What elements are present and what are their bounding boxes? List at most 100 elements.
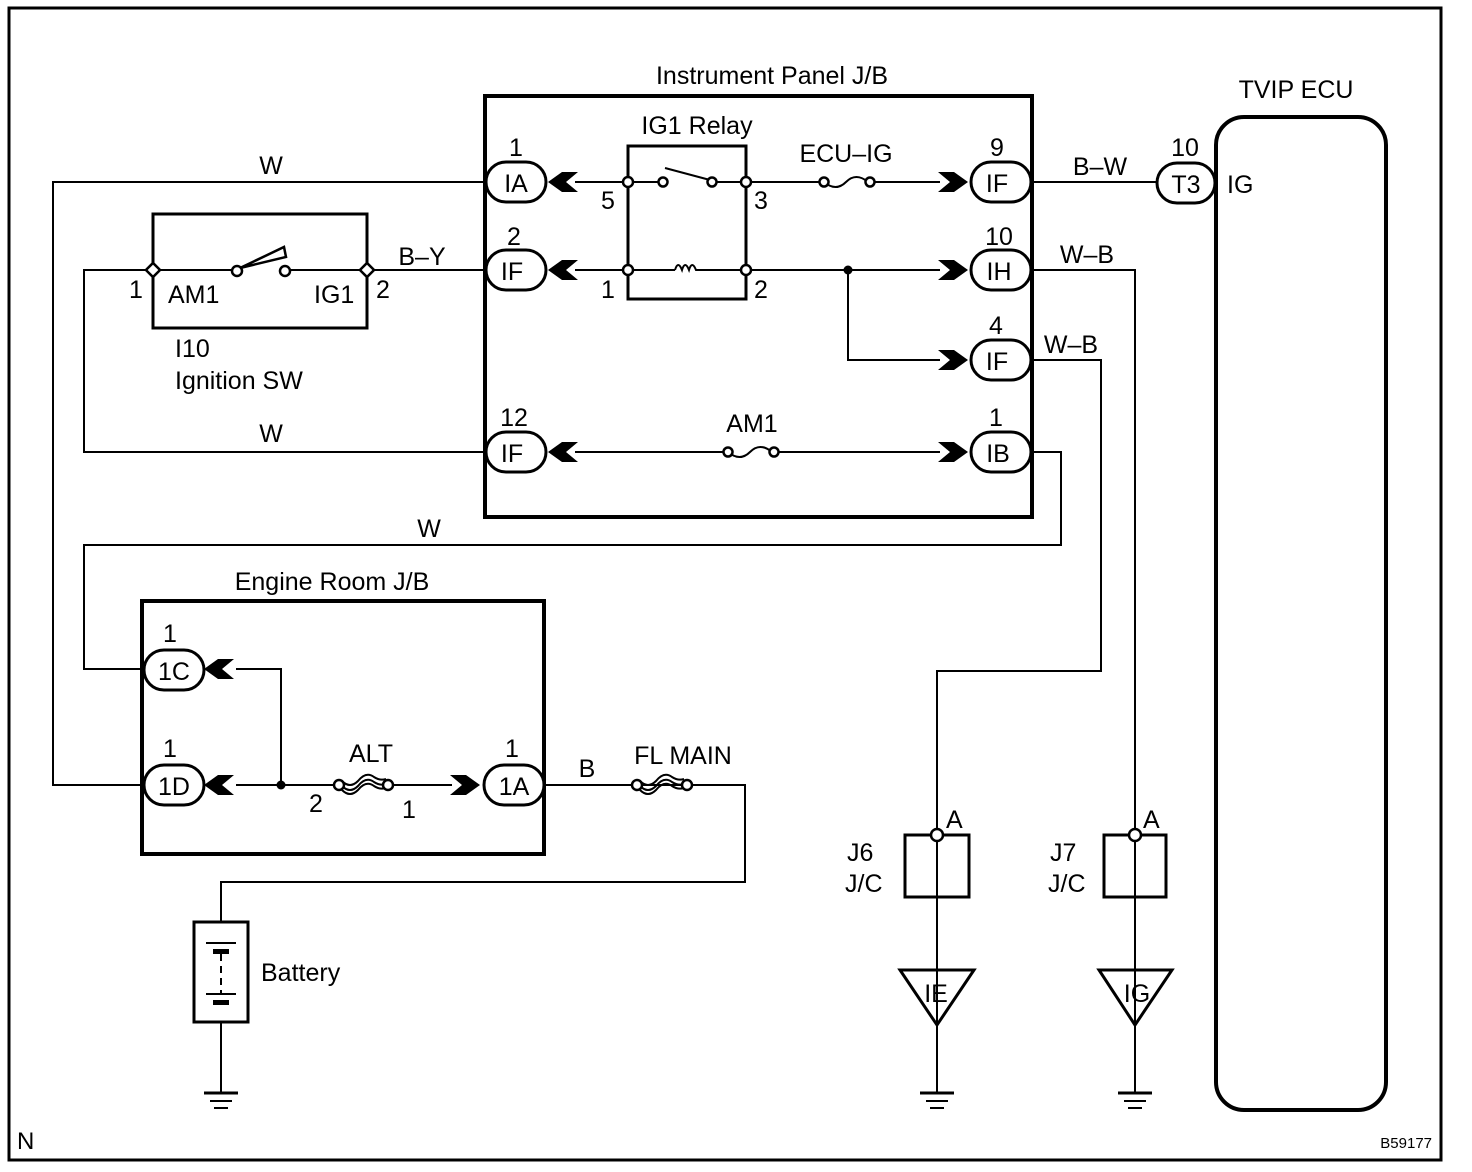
- connector-1c: 1C 1: [142, 620, 234, 692]
- wire-label-w-b: W–B: [1044, 331, 1098, 359]
- svg-text:A: A: [946, 806, 963, 834]
- connector-ib-1: IB 1: [938, 404, 1033, 474]
- svg-text:J7: J7: [1050, 839, 1076, 867]
- fuse-am1-label: AM1: [726, 410, 777, 438]
- wire-label-w: W: [259, 152, 283, 180]
- engine-room-jb-title: Engine Room J/B: [235, 568, 430, 596]
- svg-text:T3: T3: [1171, 171, 1200, 199]
- fuse-am1: AM1: [722, 410, 780, 458]
- svg-text:1D: 1D: [158, 773, 190, 801]
- svg-text:J/C: J/C: [845, 870, 883, 898]
- fuse-ecu-ig: ECU–IG: [799, 140, 893, 188]
- svg-text:IA: IA: [504, 170, 528, 198]
- fuse-alt-pin-2: 2: [309, 790, 323, 818]
- svg-text:J/C: J/C: [1048, 870, 1086, 898]
- wire-w-ia-1d: [52, 181, 486, 786]
- svg-text:1C: 1C: [158, 658, 190, 686]
- svg-text:4: 4: [989, 312, 1003, 340]
- fusible-link-icon: [341, 778, 387, 791]
- ignition-switch-name: Ignition SW: [175, 367, 303, 395]
- ig1-relay-label: IG1 Relay: [641, 112, 753, 140]
- wire-w-b-if4: [936, 359, 1102, 834]
- svg-text:1: 1: [163, 735, 177, 763]
- fuse-icon: [727, 446, 773, 458]
- wire-label-w: W: [417, 515, 441, 543]
- battery: Battery: [192, 920, 341, 1024]
- svg-text:9: 9: [990, 134, 1004, 162]
- relay-pin-1: 1: [601, 276, 615, 304]
- svg-text:1A: 1A: [499, 773, 530, 801]
- wire-label-b-w: B–W: [1073, 153, 1128, 181]
- fuse-alt-pin-1: 1: [402, 796, 416, 824]
- svg-text:IF: IF: [501, 440, 523, 468]
- connector-if-9: IF 9: [938, 134, 1033, 204]
- relay-switch-contact: [664, 167, 711, 181]
- svg-text:J6: J6: [847, 839, 873, 867]
- connector-1a: 1A 1: [450, 735, 546, 807]
- junction-j6: A J6 J/C IE: [845, 806, 977, 1028]
- splice-dot: [276, 780, 286, 790]
- ground-icon: [1118, 1091, 1152, 1109]
- ignition-switch-id: I10: [175, 335, 210, 363]
- relay-pin-2: 2: [754, 276, 768, 304]
- connector-t3: T3 10: [1155, 134, 1217, 205]
- fuse-icon: [823, 176, 869, 188]
- ignition-switch-am1-terminal: AM1: [168, 281, 219, 309]
- relay-pin-5: 5: [601, 187, 615, 215]
- fuse-ecu-ig-label: ECU–IG: [799, 140, 892, 168]
- svg-text:1: 1: [163, 620, 177, 648]
- diagram-frame: [7, 6, 1443, 1162]
- svg-text:IH: IH: [987, 258, 1012, 286]
- ignition-switch-pin-1: 1: [129, 276, 143, 304]
- connector-ih-10: IH 10: [938, 223, 1033, 292]
- svg-text:1: 1: [505, 735, 519, 763]
- ig1-relay: IG1 Relay 5 3 1 2: [601, 112, 768, 304]
- fuse-fl-main-label: FL MAIN: [634, 742, 732, 770]
- svg-text:IF: IF: [986, 170, 1008, 198]
- connector-if-2: IF 2: [484, 223, 578, 292]
- ground-point-ie-icon: [897, 968, 977, 1028]
- ground-point-ig-icon: [1096, 968, 1175, 1028]
- tvip-ecu: TVIP ECU T3 10 IG: [1155, 76, 1388, 1112]
- wire-label-b: B: [579, 755, 596, 783]
- corner-mark: N: [17, 1128, 34, 1155]
- svg-text:IG: IG: [1124, 980, 1150, 1008]
- wire-label-w: W: [259, 420, 283, 448]
- fuse-fl-main: FL MAIN: [630, 742, 732, 795]
- svg-text:IF: IF: [986, 348, 1008, 376]
- svg-text:1: 1: [989, 404, 1003, 432]
- ignition-switch-pin-2: 2: [376, 276, 390, 304]
- svg-text:12: 12: [500, 404, 528, 432]
- connector-if-4: IF 4: [938, 312, 1033, 382]
- instrument-panel-jb: Instrument Panel J/B IG1 Relay: [483, 62, 1034, 519]
- wire-label-b-y: B–Y: [398, 243, 446, 271]
- splice-dot: [843, 265, 853, 275]
- tvip-ecu-ig-terminal: IG: [1227, 171, 1253, 199]
- wire-w-b-ih: [1032, 269, 1136, 834]
- relay-coil-icon: [674, 264, 700, 274]
- svg-text:IF: IF: [501, 258, 523, 286]
- fuse-alt-label: ALT: [349, 740, 393, 768]
- ignition-switch-ig1-terminal: IG1: [314, 281, 354, 309]
- wire-w-am1: [83, 269, 486, 453]
- svg-text:10: 10: [985, 223, 1013, 251]
- wire-label-w-b: W–B: [1060, 241, 1114, 269]
- connector-if-12: IF 12: [484, 404, 578, 474]
- tvip-ecu-title: TVIP ECU: [1239, 76, 1354, 104]
- engine-room-jb: Engine Room J/B ALT 2 1 1C 1 1D 1: [140, 568, 546, 856]
- wire-w-ib-1c: [83, 451, 1062, 670]
- svg-text:10: 10: [1171, 134, 1199, 162]
- figure-id: B59177: [1380, 1135, 1432, 1152]
- svg-text:1: 1: [509, 134, 523, 162]
- svg-text:2: 2: [507, 223, 521, 251]
- connector-1d: 1D 1: [142, 735, 234, 807]
- connector-ia-1: IA 1: [484, 134, 578, 204]
- junction-j7: A J7 J/C IG: [1048, 806, 1175, 1028]
- relay-pin-3: 3: [754, 187, 768, 215]
- ignition-switch-lever-icon: [239, 245, 288, 270]
- fusible-link-icon: [639, 778, 685, 791]
- battery-label: Battery: [261, 959, 341, 987]
- instrument-panel-jb-title: Instrument Panel J/B: [656, 62, 888, 90]
- svg-text:IE: IE: [924, 980, 948, 1008]
